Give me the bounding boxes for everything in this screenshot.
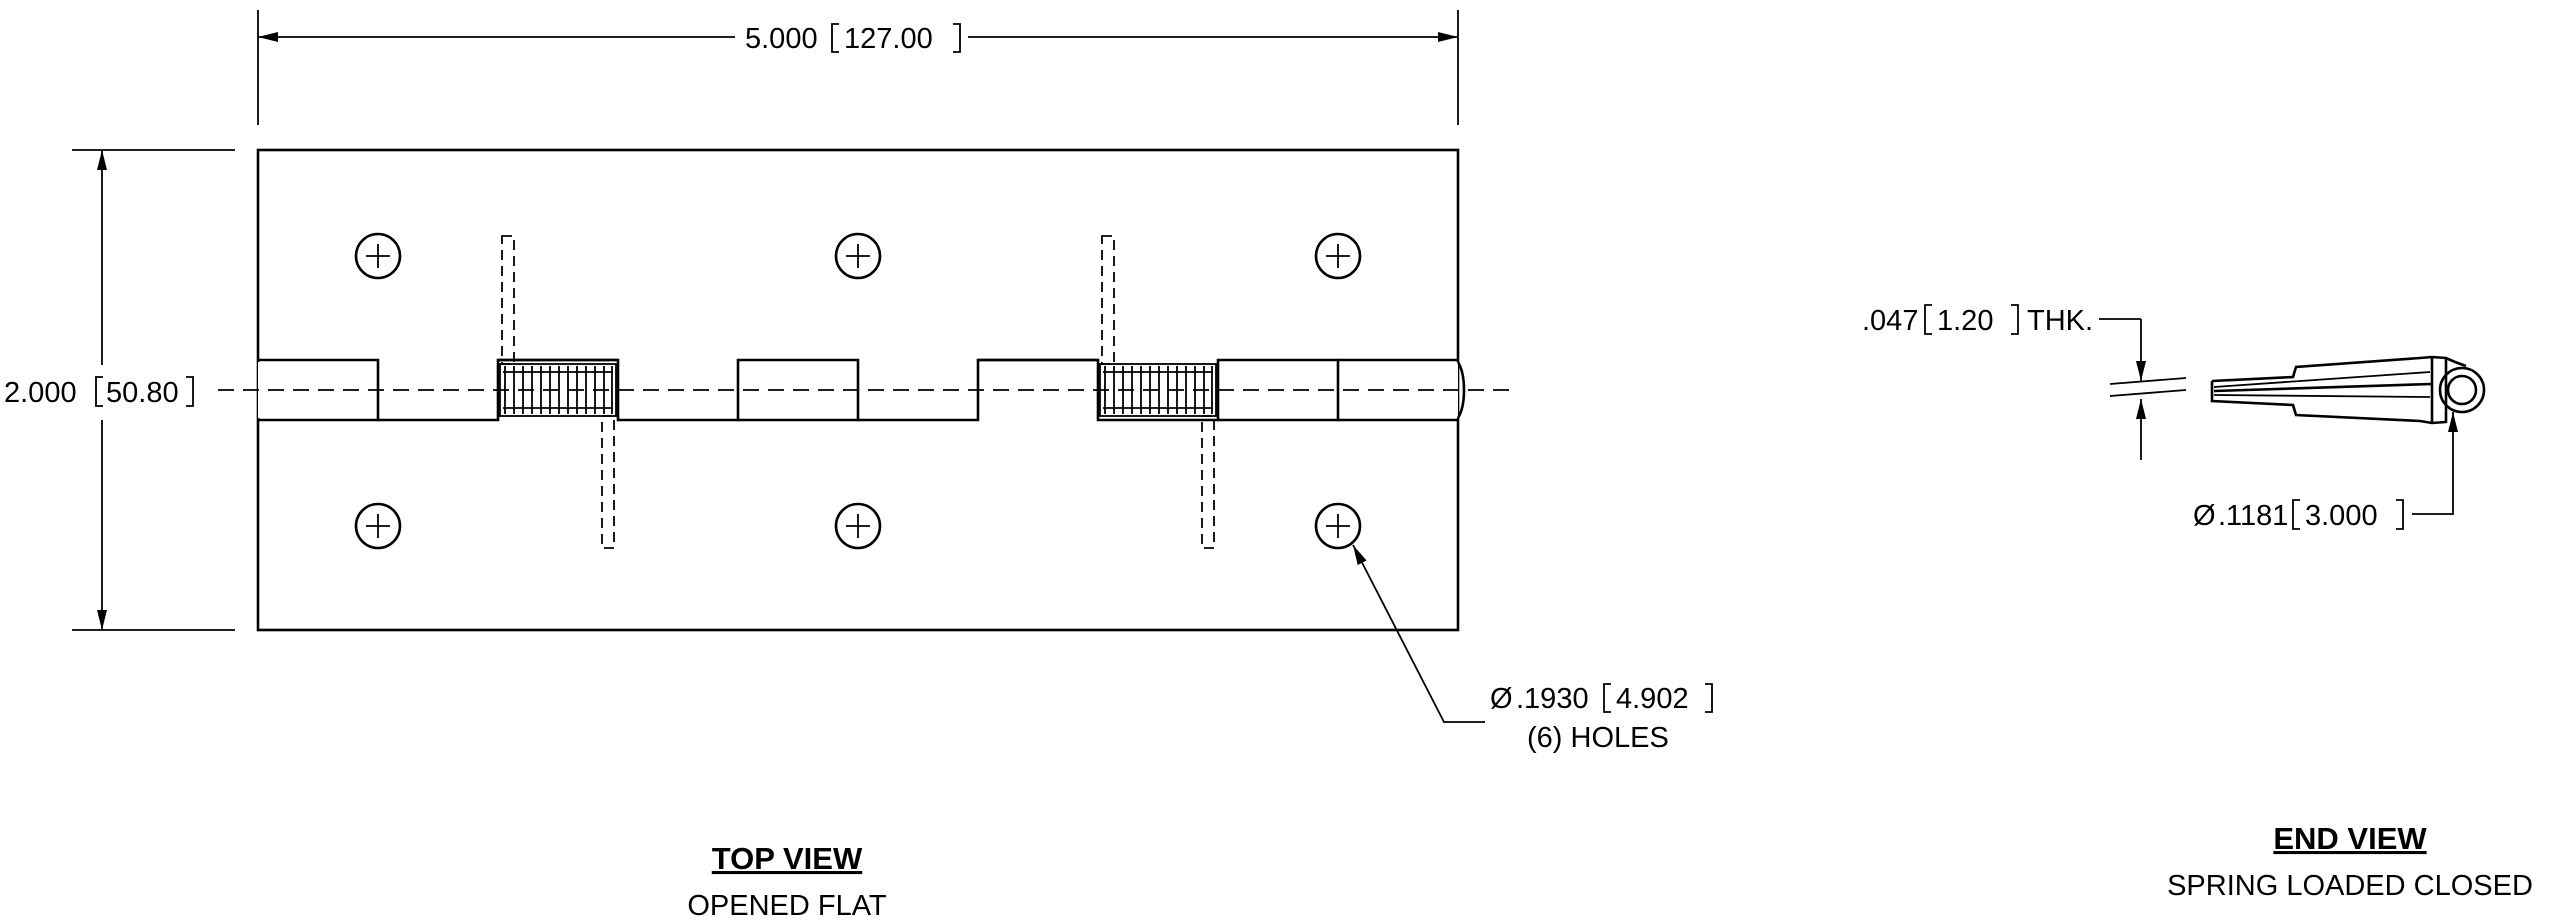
width-metric: 127.00 [844,23,933,55]
width-dimension-label: 5.000 127.00 [745,23,961,55]
height-value: 2.000 [4,377,77,409]
spring-left [499,363,617,417]
end-view-subtitle: SPRING LOADED CLOSED [2167,870,2533,902]
thk-extension-bottom [2109,389,2187,397]
end-view-profile [2210,355,2486,425]
thk-extension-top [2109,377,2187,385]
top-view-subtitle: OPENED FLAT [687,890,887,922]
knuckle-outer [2438,366,2486,414]
spring-right [1099,363,1217,417]
mounting-holes [354,232,1362,550]
pin-dia-symbol: Ø [2193,500,2216,532]
hole-count-note: (6) HOLES [1527,722,1669,754]
hole [1314,502,1362,550]
pin-dia-label: Ø .1181 3.000 [2193,499,2404,532]
spring-legs-hidden [501,235,1215,549]
width-value: 5.000 [745,23,818,55]
hole-dia-symbol: Ø [1490,683,1513,715]
hole [834,232,882,280]
hole [354,502,402,550]
end-view-title: END VIEW [2273,821,2427,856]
hole [834,502,882,550]
pin-dia-value: .1181 [2218,500,2288,532]
top-view: 5.000 127.00 2.000 50.80 [4,10,1713,922]
thickness-label: .047 1.20 THK. [1862,304,2093,337]
height-dimension-label: 2.000 50.80 [4,376,194,409]
pin-circle [2446,374,2478,406]
height-metric: 50.80 [106,377,179,409]
hole [1314,232,1362,280]
thk-value: .047 [1862,305,1918,337]
top-view-title: TOP VIEW [712,841,863,876]
pin-dia-metric: 3.000 [2305,500,2378,532]
pin-dia-leader [2412,412,2458,515]
hole [354,232,402,280]
hole-leader [1352,544,1485,723]
thickness-dimension [2099,318,2187,460]
end-view: .047 1.20 THK. Ø .1181 3.000 END VIEW SP… [1862,304,2533,902]
hole-callout: Ø .1930 4.902 (6) HOLES [1490,683,1713,754]
thk-metric: 1.20 [1937,305,1993,337]
hole-dia-metric: 4.902 [1616,683,1689,715]
hole-dia-value: .1930 [1516,683,1589,715]
thk-suffix: THK. [2027,305,2093,337]
